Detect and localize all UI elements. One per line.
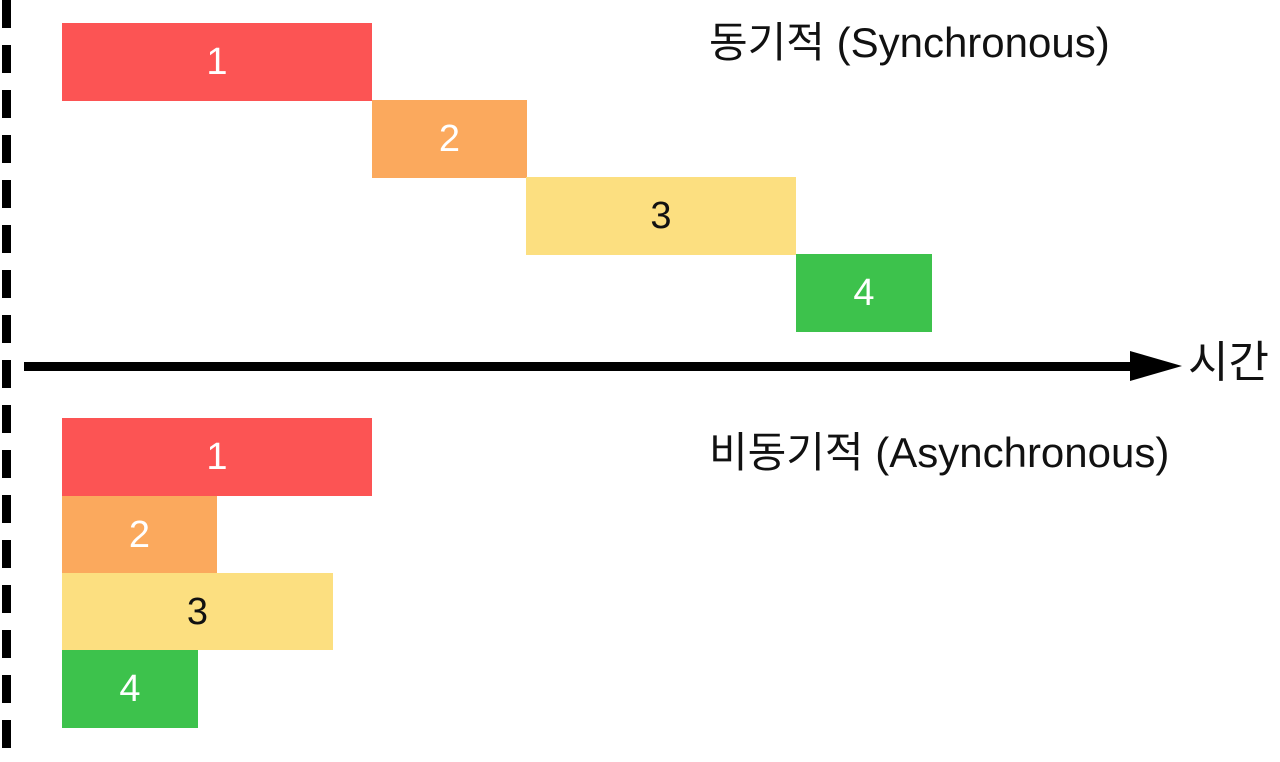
task-bar-4: 4 xyxy=(62,650,198,728)
task-bar-4: 4 xyxy=(796,254,932,332)
origin-dashed-line xyxy=(2,0,11,762)
task-bar-3: 3 xyxy=(526,177,796,255)
section-label-synchronous: 동기적 (Synchronous) xyxy=(709,19,1110,66)
section-label-asynchronous: 비동기적 (Asynchronous) xyxy=(709,429,1170,476)
task-bar-label: 4 xyxy=(119,668,141,710)
time-axis-line xyxy=(24,362,1164,371)
task-bar-label: 4 xyxy=(853,272,875,314)
task-bar-label: 3 xyxy=(650,195,672,237)
task-bar-2: 2 xyxy=(62,496,217,573)
task-bar-label: 2 xyxy=(128,513,151,556)
task-bar-label: 1 xyxy=(206,436,228,478)
task-bar-label: 2 xyxy=(438,118,461,160)
task-bar-2: 2 xyxy=(372,100,527,178)
task-bar-1: 1 xyxy=(62,23,372,101)
arrow-right-icon xyxy=(1130,351,1182,381)
task-bar-label: 1 xyxy=(206,41,228,83)
task-bar-3: 3 xyxy=(62,573,333,650)
task-bar-1: 1 xyxy=(62,418,372,496)
task-bar-label: 3 xyxy=(186,590,209,633)
time-axis-label: 시간 xyxy=(1188,338,1269,387)
